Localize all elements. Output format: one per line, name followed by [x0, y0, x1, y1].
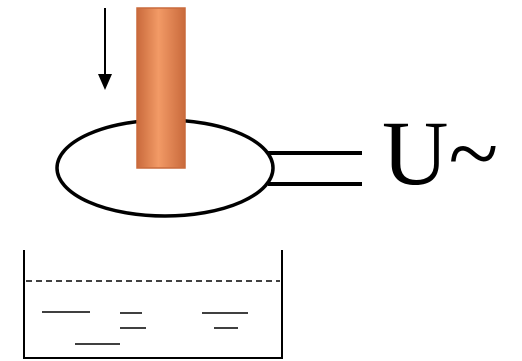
- coil-leads: [268, 151, 362, 186]
- voltage-label: U~: [382, 102, 498, 204]
- liquid-container: [23, 250, 283, 359]
- down-arrow-icon: [98, 8, 112, 90]
- liquid-dashes: [42, 311, 248, 345]
- copper-rod: [136, 7, 186, 169]
